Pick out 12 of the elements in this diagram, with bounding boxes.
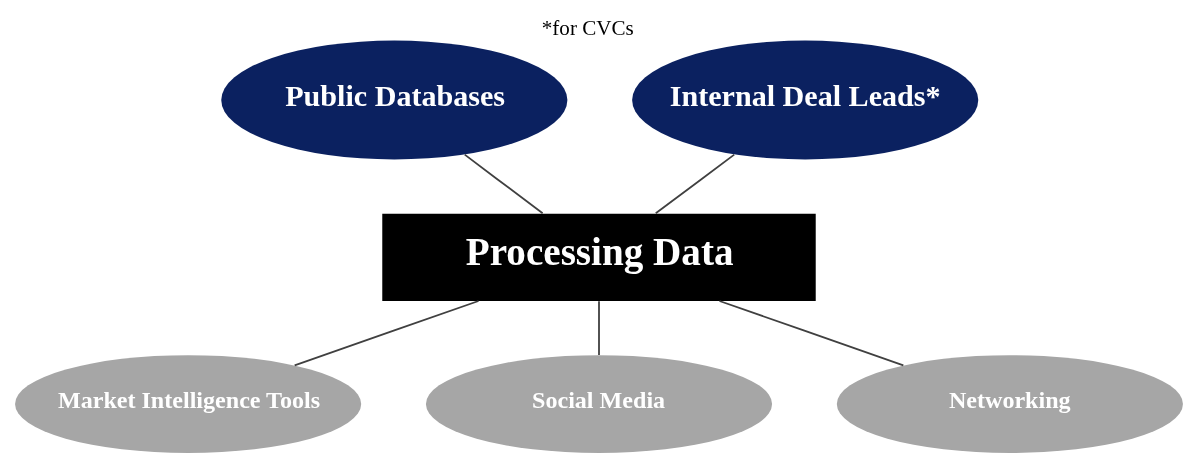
connector: [293, 299, 480, 366]
connector: [598, 299, 600, 356]
node-ellipse: Networking: [836, 354, 1183, 453]
connector: [718, 299, 905, 366]
connector: [654, 153, 736, 214]
node-label: *for CVCs: [541, 15, 634, 40]
node-ellipse: Market Intelligence Tools: [15, 354, 362, 453]
node-box: Processing Data: [382, 213, 816, 301]
node-ellipse: Social Media: [425, 354, 773, 453]
node-ellipse: Public Databases: [221, 40, 568, 159]
node-ellipse: Internal Deal Leads*: [632, 40, 979, 159]
connector: [463, 153, 544, 214]
